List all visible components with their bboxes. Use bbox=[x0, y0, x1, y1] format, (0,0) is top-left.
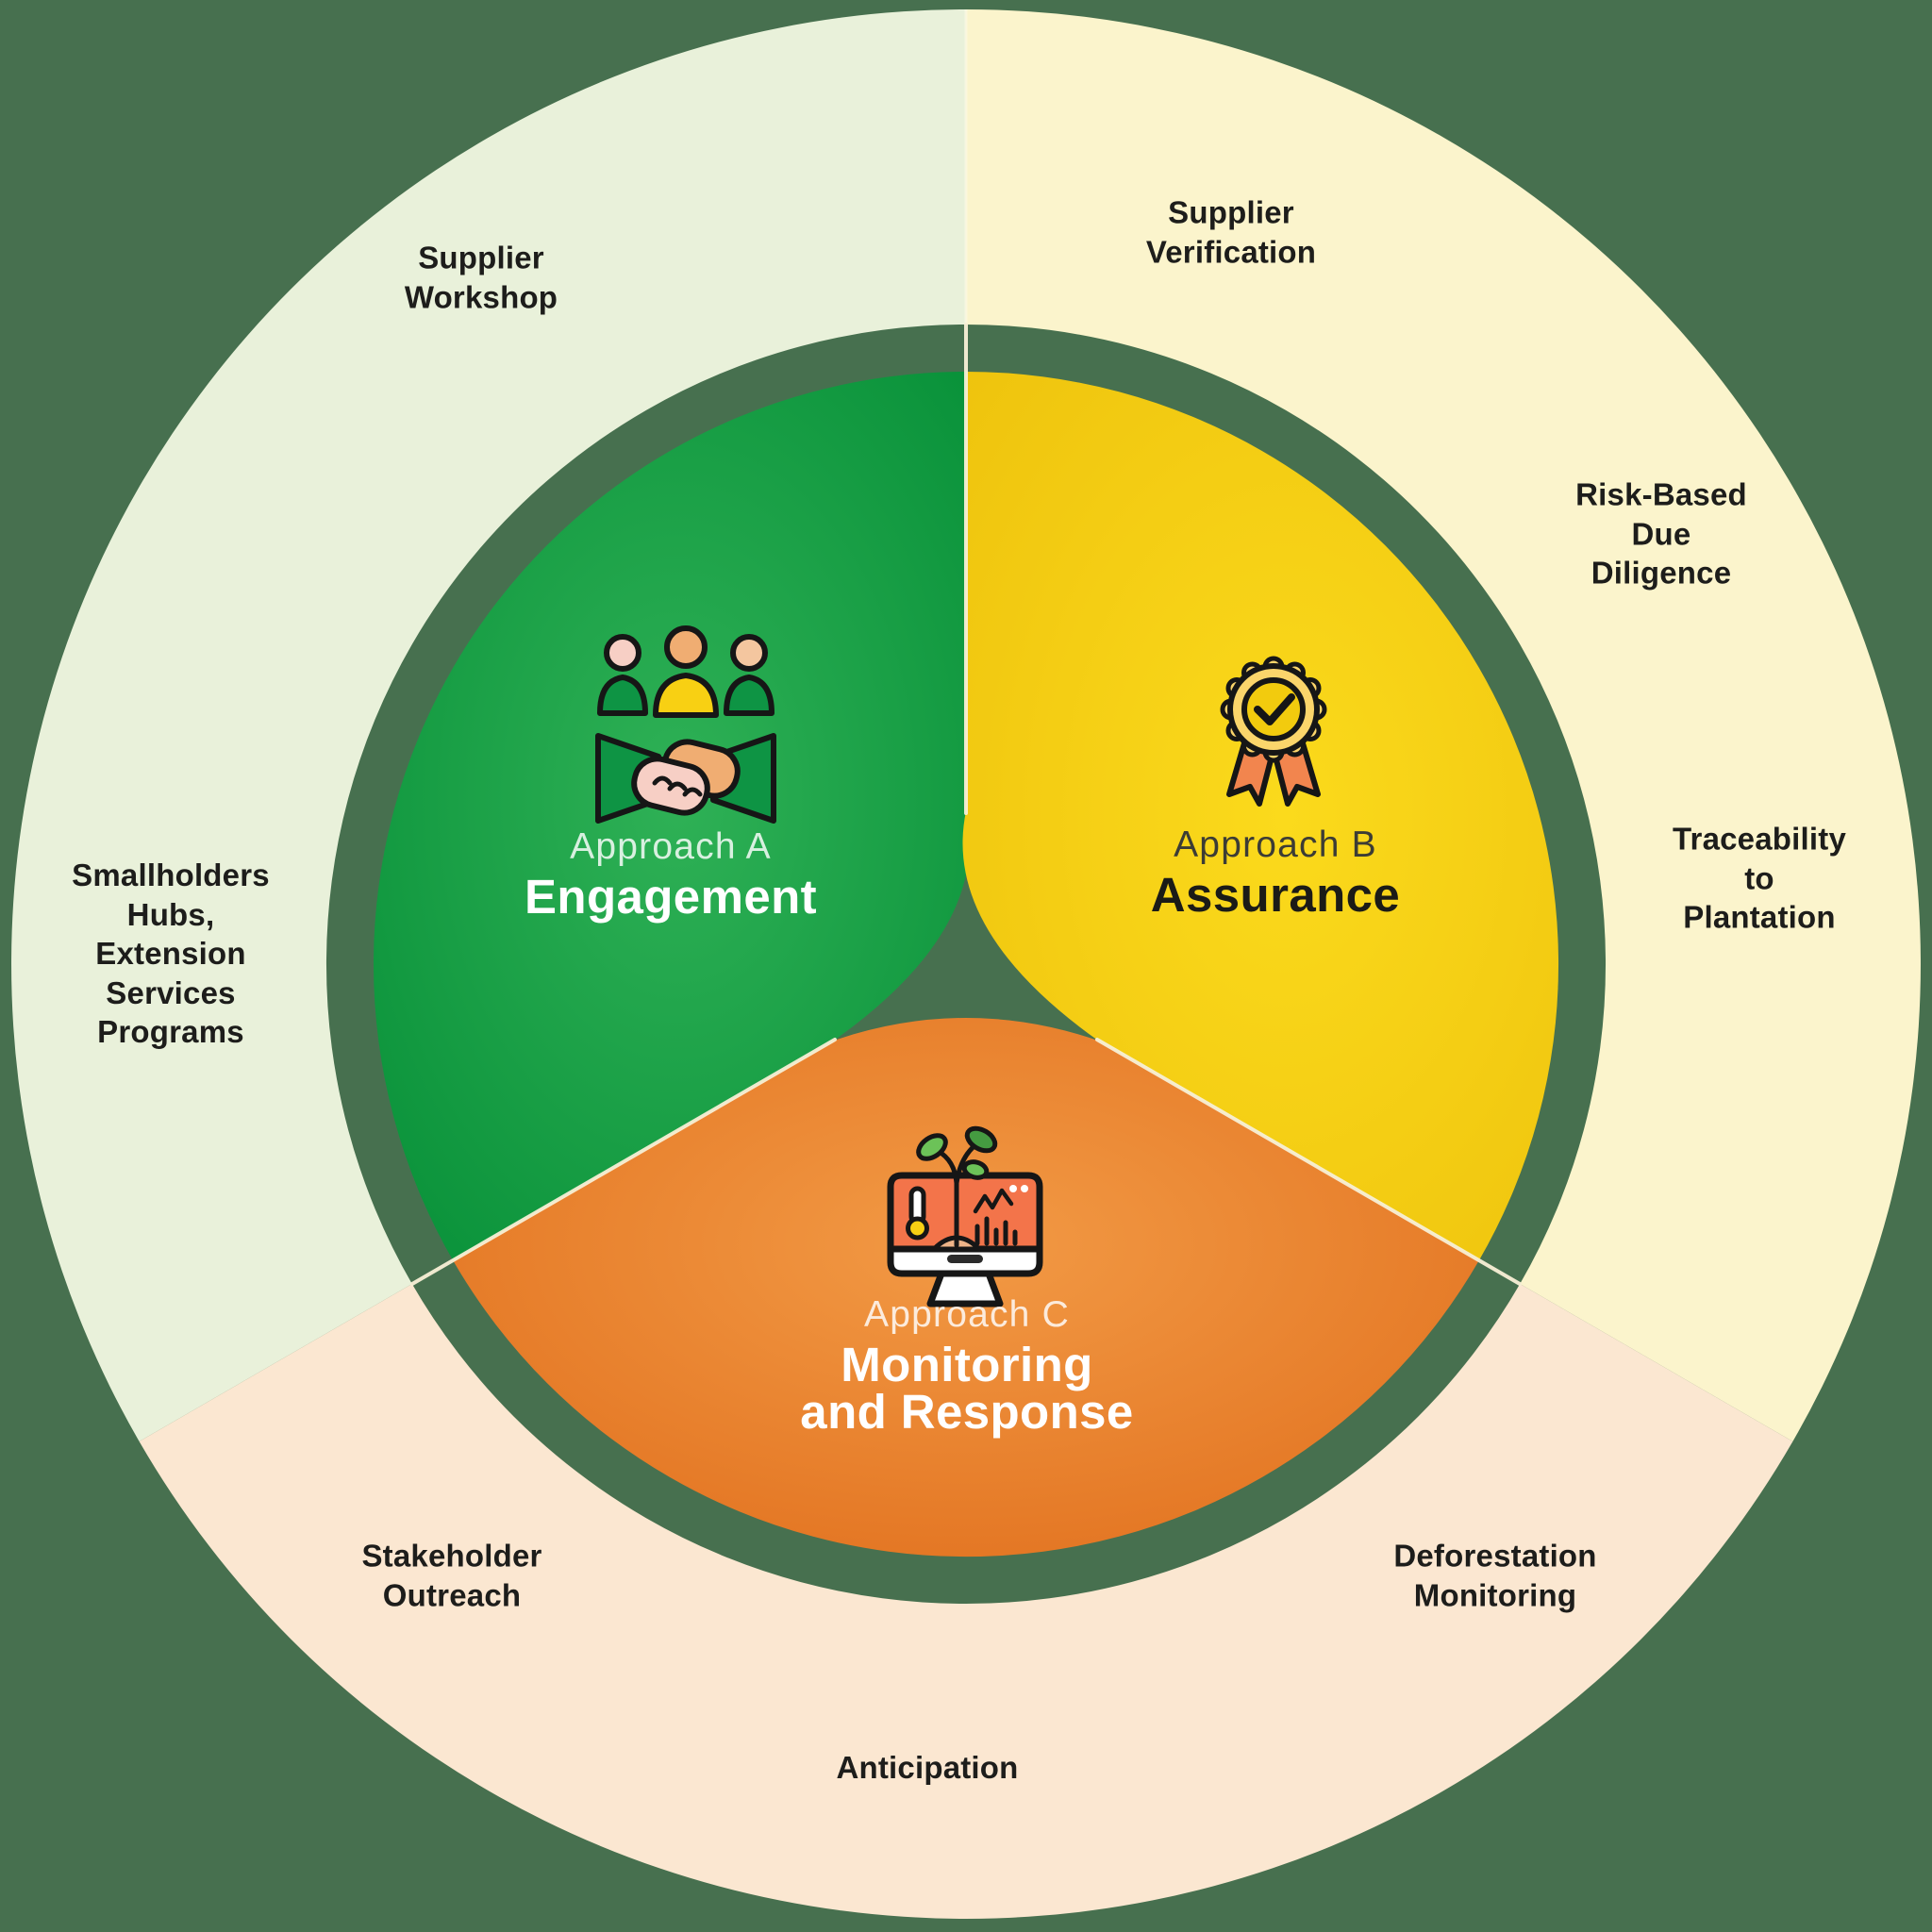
approach-a-label: Approach A bbox=[570, 826, 772, 867]
thermometer-bulb bbox=[906, 1216, 929, 1241]
chart-bars bbox=[974, 1216, 1018, 1246]
monitor-chin-notch bbox=[947, 1255, 983, 1263]
rosette-inner bbox=[1241, 677, 1306, 741]
outer-label-deforestation-monitoring: Deforestation Monitoring bbox=[1393, 1538, 1597, 1612]
person-left-head bbox=[604, 634, 641, 672]
person-right-head bbox=[730, 634, 768, 672]
outer-label-risk-based-due-diligence: Risk-Based Due Diligence bbox=[1575, 476, 1747, 591]
approach-c-label: Approach C bbox=[864, 1294, 1070, 1335]
monitoring-screen-icon bbox=[887, 1125, 1043, 1307]
outer-label-supplier-workshop: Supplier Workshop bbox=[404, 240, 558, 314]
approach-c-block: Approach C Monitoring and Response bbox=[800, 1294, 1133, 1436]
approach-a-block: Approach A Engagement bbox=[525, 826, 817, 921]
person-left-body bbox=[597, 675, 648, 716]
approach-b-label: Approach B bbox=[1174, 824, 1377, 865]
chart-line bbox=[973, 1188, 1014, 1214]
approach-a-name: Engagement bbox=[524, 870, 818, 924]
screen-dot bbox=[1021, 1185, 1028, 1192]
outer-ring-segment-monitoring bbox=[139, 1284, 1793, 1919]
inner-segment-engagement bbox=[373, 372, 970, 1260]
inner-segment-dividers bbox=[410, 323, 1522, 1286]
monitor-stand bbox=[926, 1270, 1004, 1307]
outer-ring-segment-assurance bbox=[966, 9, 1921, 1441]
leaf-left bbox=[916, 1133, 948, 1161]
approach-b-name: Assurance bbox=[1150, 868, 1401, 922]
leaf-small bbox=[961, 1159, 990, 1180]
award-badge-icon bbox=[1220, 656, 1327, 807]
handshake-icon bbox=[595, 625, 776, 824]
divider-bottom-right bbox=[1095, 1038, 1522, 1286]
approach-b-block: Approach B Assurance bbox=[1151, 824, 1400, 919]
outer-label-anticipation: Anticipation bbox=[836, 1750, 1019, 1786]
person-center-body bbox=[653, 673, 719, 718]
hand-knuckles bbox=[652, 775, 703, 797]
outer-label-supplier-verification: Supplier Verification bbox=[1145, 194, 1317, 269]
outer-ring-segment-engagement bbox=[11, 9, 967, 1441]
person-center-head bbox=[664, 625, 708, 669]
divider-bottom-left bbox=[410, 1038, 837, 1286]
person-right-body bbox=[724, 675, 774, 716]
outer-label-stakeholder-outreach: Stakeholder Outreach bbox=[361, 1538, 542, 1612]
inner-segment-assurance bbox=[962, 372, 1559, 1260]
check-mark bbox=[1254, 693, 1295, 725]
leaf-right bbox=[964, 1125, 998, 1154]
screen-dot bbox=[1009, 1185, 1017, 1192]
outer-label-traceability-to-plantation: Traceability to Plantation bbox=[1673, 821, 1846, 935]
outer-label-smallholders-hubs: Smallholders Hubs, Extension Services Pr… bbox=[72, 858, 270, 1050]
approach-c-name: Monitoring and Response bbox=[800, 1338, 1134, 1439]
